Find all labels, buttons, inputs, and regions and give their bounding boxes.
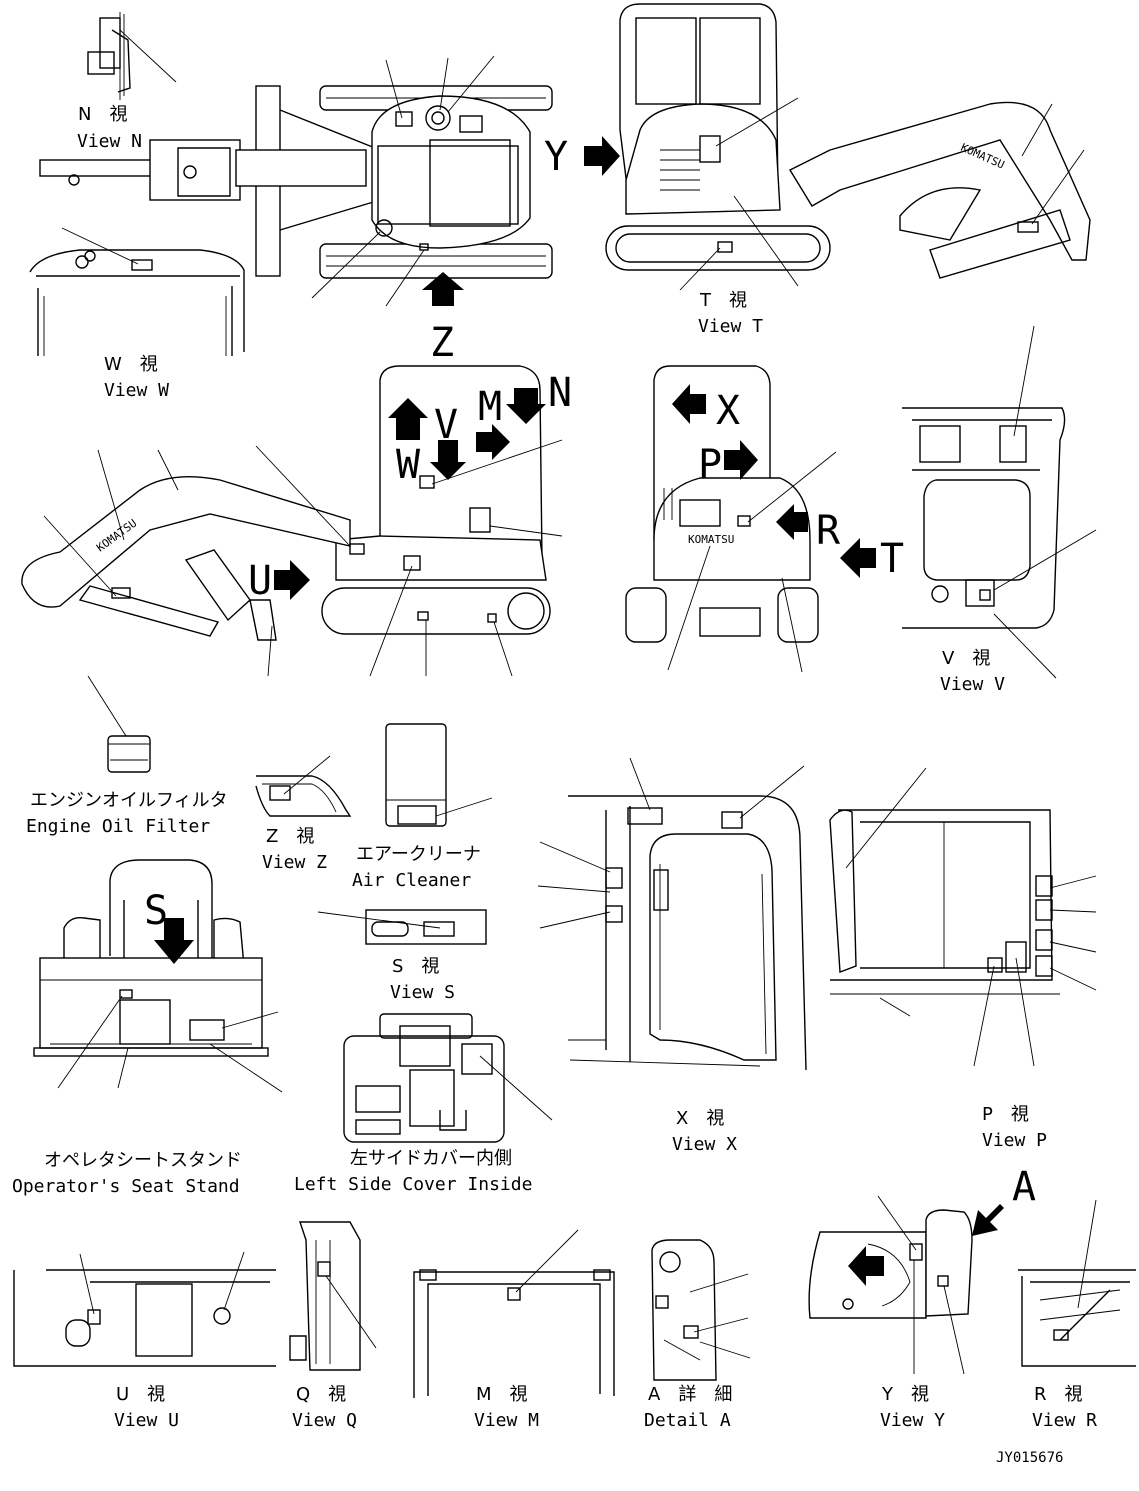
view-r-drawing: R 視 View R bbox=[1018, 1199, 1136, 1431]
drawing-number: JY015676 bbox=[996, 1450, 1063, 1466]
operator-seat-stand-jp: オペレタシートスタンド bbox=[44, 1150, 242, 1171]
left-side-cover-inside-en: Left Side Cover Inside bbox=[294, 1174, 532, 1195]
excavator-side-view: KOMATSU V M N W U bbox=[21, 365, 572, 677]
view-m-jp: M 視 bbox=[476, 1384, 528, 1405]
arrow-down-icon bbox=[154, 918, 194, 964]
arrow-right-icon bbox=[584, 136, 620, 176]
engine-oil-filter-drawing: エンジンオイルフィルタ Engine Oil Filter bbox=[26, 675, 228, 837]
view-p-jp: P 視 bbox=[982, 1104, 1029, 1125]
view-z-drawing: Z 視 View Z bbox=[255, 755, 352, 873]
view-m-drawing: M 視 View M bbox=[413, 1229, 615, 1431]
arrow-right-icon bbox=[476, 424, 510, 460]
arrow-down-icon bbox=[430, 440, 466, 480]
view-u-en: View U bbox=[114, 1410, 179, 1431]
view-v-jp: V 視 bbox=[942, 648, 990, 669]
arrow-left-icon bbox=[840, 538, 876, 578]
view-s-en: View S bbox=[390, 982, 455, 1003]
letter-x: X bbox=[716, 388, 740, 434]
view-n-en: View N bbox=[77, 131, 142, 152]
view-v-drawing: V 視 View V bbox=[902, 325, 1097, 695]
arrow-left-icon bbox=[776, 504, 808, 540]
letter-y: Y bbox=[544, 134, 568, 180]
view-v-en: View V bbox=[940, 674, 1005, 695]
excavator-top-view: Y Z bbox=[39, 55, 620, 366]
letter-z: Z bbox=[430, 320, 454, 366]
letter-m: M bbox=[478, 384, 502, 430]
view-t-en: View T bbox=[698, 316, 763, 337]
view-u-drawing: U 視 View U bbox=[13, 1251, 276, 1431]
view-p-en: View P bbox=[982, 1130, 1047, 1151]
arrow-right-icon bbox=[724, 440, 758, 480]
letter-s: S bbox=[144, 888, 168, 934]
arrow-left-icon bbox=[848, 1246, 884, 1286]
view-t-jp: T 視 bbox=[699, 290, 747, 311]
arrow-left-icon bbox=[672, 384, 706, 424]
view-z-jp: Z 視 bbox=[266, 826, 314, 847]
view-y-jp: Y 視 bbox=[881, 1384, 929, 1405]
arrow-down-icon bbox=[506, 388, 546, 424]
view-t-drawing: KOMATSU T 視 View T bbox=[605, 3, 1091, 337]
view-s-drawing: S 視 View S bbox=[317, 909, 487, 1003]
view-s-jp: S 視 bbox=[392, 956, 439, 977]
view-p-drawing: P 視 View P bbox=[829, 767, 1097, 1151]
letter-v: V bbox=[434, 402, 458, 448]
view-q-jp: Q 視 bbox=[296, 1384, 346, 1405]
arrow-right-icon bbox=[274, 560, 310, 600]
letter-r: R bbox=[816, 508, 841, 554]
air-cleaner-jp: エアークリーナ bbox=[356, 844, 481, 865]
air-cleaner-en: Air Cleaner bbox=[352, 870, 471, 891]
arrow-down-left-icon bbox=[972, 1204, 1004, 1236]
view-q-drawing: Q 視 View Q bbox=[289, 1221, 377, 1431]
brand-rear: KOMATSU bbox=[688, 533, 734, 546]
view-x-drawing: X 視 View X bbox=[537, 757, 807, 1155]
view-q-en: View Q bbox=[292, 1410, 357, 1431]
view-m-en: View M bbox=[474, 1410, 539, 1431]
view-r-jp: R 視 bbox=[1034, 1384, 1083, 1405]
letter-t: T bbox=[880, 536, 904, 582]
engine-oil-filter-en: Engine Oil Filter bbox=[26, 816, 210, 837]
view-r-en: View R bbox=[1032, 1410, 1097, 1431]
left-side-cover-inside-drawing: 左サイドカバー内側 Left Side Cover Inside bbox=[294, 1013, 553, 1195]
letter-u: U bbox=[248, 558, 272, 604]
detail-a-en: Detail A bbox=[644, 1410, 731, 1431]
letter-p: P bbox=[698, 442, 722, 488]
view-w-en: View W bbox=[104, 380, 169, 401]
detail-a-drawing: A 詳 細 Detail A bbox=[644, 1239, 751, 1431]
operator-seat-stand-drawing: S オペレタシートスタンド Operator's Seat Stand bbox=[12, 859, 283, 1197]
detail-a-jp: A 詳 細 bbox=[648, 1384, 732, 1405]
view-y-drawing: A Y 視 View Y bbox=[808, 1164, 1036, 1431]
arrow-up-icon bbox=[388, 398, 428, 440]
view-n-jp: N 視 bbox=[78, 104, 127, 125]
excavator-rear-view: KOMATSU X P R T bbox=[625, 365, 904, 673]
view-z-en: View Z bbox=[262, 852, 327, 873]
view-u-jp: U 視 bbox=[116, 1384, 165, 1405]
left-side-cover-inside-jp: 左サイドカバー内側 bbox=[350, 1148, 512, 1169]
letter-w: W bbox=[396, 442, 421, 488]
air-cleaner-drawing: エアークリーナ Air Cleaner bbox=[352, 723, 493, 891]
view-y-en: View Y bbox=[880, 1410, 945, 1431]
view-w-jp: W 視 bbox=[104, 354, 158, 375]
view-x-en: View X bbox=[672, 1134, 737, 1155]
letter-a: A bbox=[1012, 1164, 1036, 1210]
view-x-jp: X 視 bbox=[676, 1108, 724, 1129]
view-w-drawing: W 視 View W bbox=[29, 227, 245, 401]
engine-oil-filter-jp: エンジンオイルフィルタ bbox=[30, 790, 228, 811]
view-n-drawing: N 視 View N bbox=[77, 12, 177, 152]
operator-seat-stand-en: Operator's Seat Stand bbox=[12, 1176, 240, 1197]
arrow-up-icon bbox=[422, 272, 464, 306]
letter-n: N bbox=[548, 370, 572, 416]
